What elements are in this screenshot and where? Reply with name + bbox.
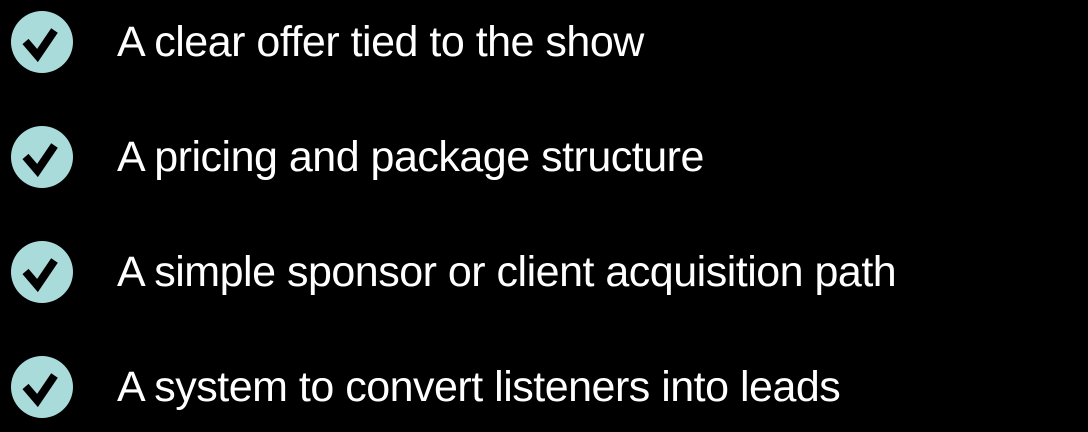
checklist: A clear offer tied to the show A pricing… bbox=[11, 11, 1088, 418]
checklist-item-label: A clear offer tied to the show bbox=[117, 18, 644, 66]
check-circle-icon bbox=[11, 241, 73, 303]
check-mark bbox=[22, 258, 58, 293]
check-circle-icon bbox=[11, 11, 73, 73]
checklist-item-label: A pricing and package structure bbox=[117, 133, 704, 181]
check-circle-icon bbox=[11, 356, 73, 418]
check-mark bbox=[22, 28, 58, 63]
checklist-item: A pricing and package structure bbox=[11, 126, 1088, 188]
checklist-item-label: A simple sponsor or client acquisition p… bbox=[117, 248, 897, 296]
check-mark bbox=[22, 143, 58, 178]
check-circle-icon bbox=[11, 126, 73, 188]
checklist-item-label: A system to convert listeners into leads bbox=[117, 363, 841, 411]
checklist-item: A clear offer tied to the show bbox=[11, 11, 1088, 73]
checklist-item: A simple sponsor or client acquisition p… bbox=[11, 241, 1088, 303]
check-mark bbox=[22, 373, 58, 408]
checklist-item: A system to convert listeners into leads bbox=[11, 356, 1088, 418]
